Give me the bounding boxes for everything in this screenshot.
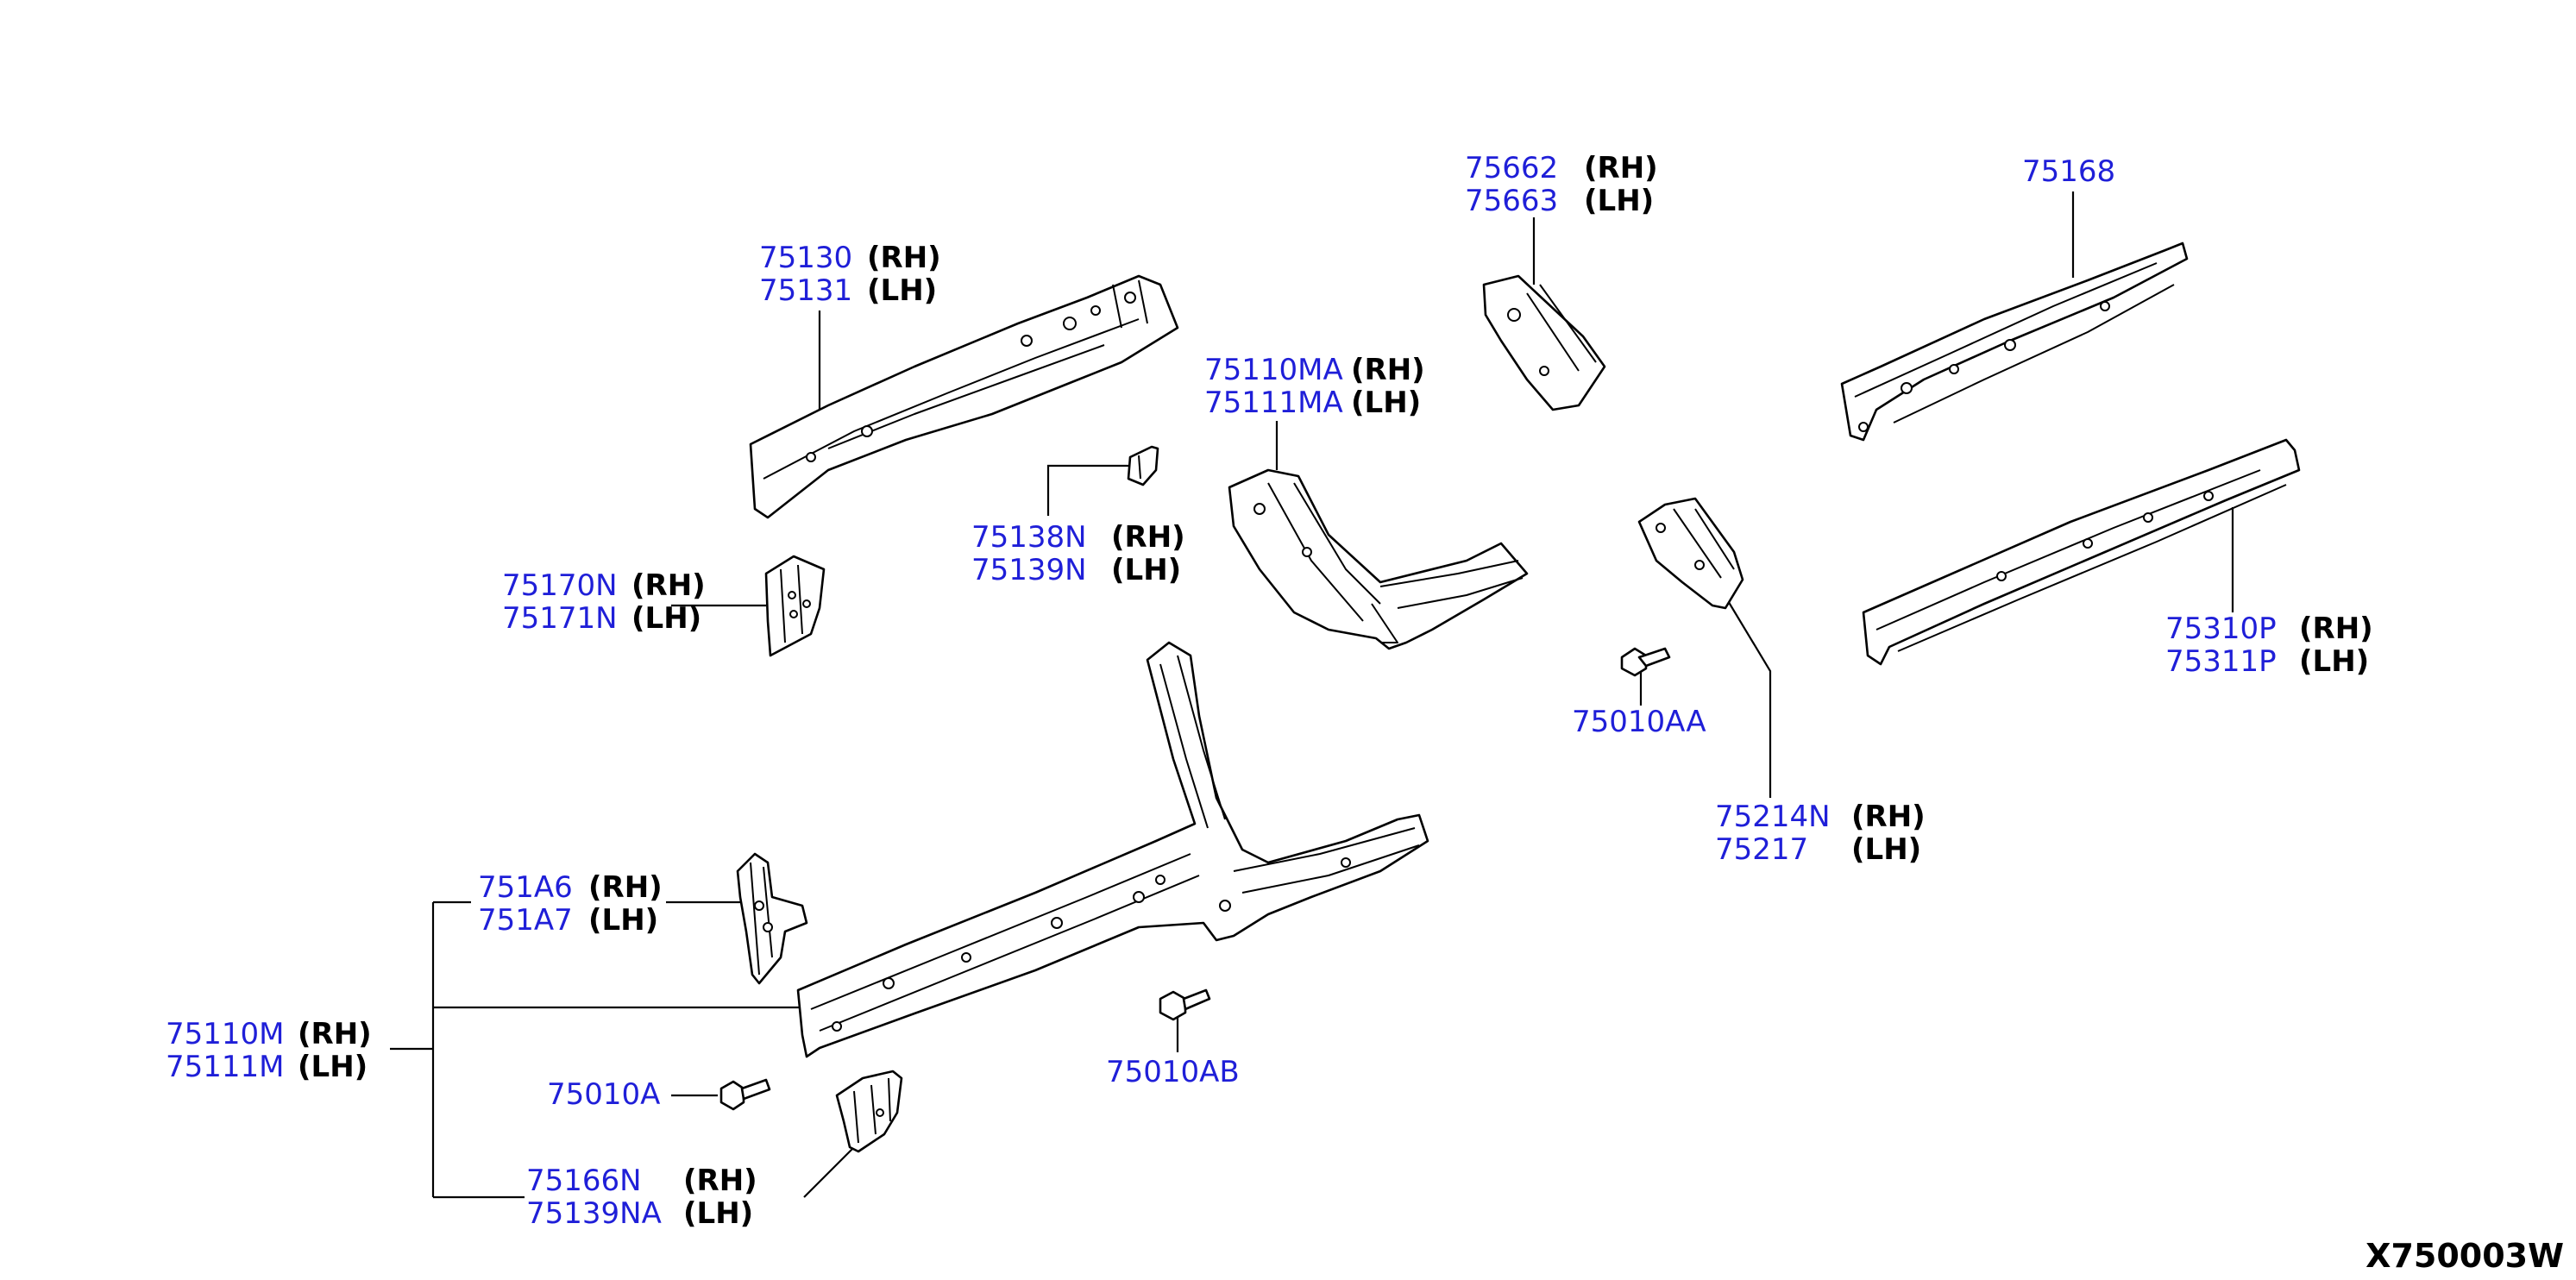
part-75130-rail (749, 274, 1179, 519)
side-label: (RH) (1351, 353, 1425, 387)
side-label: (RH) (1584, 151, 1658, 185)
part-number: 75138N (971, 520, 1087, 555)
side-label: (LH) (683, 1196, 754, 1231)
bolt-75010A-icon (719, 1078, 771, 1111)
callout-75130[interactable]: 75130 (RH) 75131 (LH) (759, 242, 949, 307)
part-75214-bracket (1637, 497, 1744, 610)
part-number: 751A6 (478, 870, 573, 905)
side-label: (RH) (683, 1164, 757, 1198)
callout-75138[interactable]: 75138N (RH) 75139N (LH) (971, 521, 1196, 587)
part-number: 75130 (759, 241, 853, 275)
part-75310-rail (1862, 438, 2301, 666)
part-number: 75111M (166, 1050, 285, 1084)
part-number: 75139N (971, 553, 1087, 587)
callout-75010AA[interactable]: 75010AA (1572, 706, 1718, 738)
callout-75010A[interactable]: 75010A (547, 1078, 676, 1111)
leader-75110M-bracket (390, 900, 802, 1199)
side-label: (LH) (2299, 644, 2370, 679)
part-number: 75010AB (1106, 1055, 1240, 1089)
callout-75214[interactable]: 75214N (RH) 75217 (LH) (1715, 800, 1939, 866)
part-number: 75010AA (1572, 705, 1706, 739)
callout-75168[interactable]: 75168 (2022, 155, 2134, 188)
bolt-75010AA-icon (1620, 647, 1671, 677)
leader-75214 (1726, 599, 1772, 798)
part-number: 75166N (526, 1164, 642, 1198)
side-label: (RH) (631, 568, 706, 603)
side-label: (RH) (867, 241, 941, 275)
part-75110M-member (796, 641, 1429, 1058)
bolt-75010AB-icon (1159, 988, 1211, 1021)
callout-75170[interactable]: 75170N (RH) 75171N (LH) (502, 569, 709, 635)
part-number: 75110MA (1204, 353, 1343, 387)
side-label: (RH) (588, 870, 663, 905)
part-number: 75311P (2165, 644, 2277, 679)
part-75170-bracket (764, 555, 826, 657)
part-number: 75170N (502, 568, 618, 603)
leader-lines (390, 191, 2234, 1199)
part-75168-rail (1840, 242, 2189, 442)
callout-75166[interactable]: 75166N (RH) 75139NA (LH) (526, 1164, 759, 1230)
part-75166-bracket (835, 1070, 903, 1153)
part-number: 75010A (547, 1077, 661, 1112)
callout-75110MA[interactable]: 75110MA (RH) 75111MA (LH) (1204, 354, 1429, 419)
part-75110MA-member (1228, 468, 1529, 650)
side-label: (LH) (867, 273, 938, 308)
callout-75110M[interactable]: 75110M (RH) 75111M (LH) (166, 1018, 390, 1083)
side-label: (RH) (298, 1017, 372, 1051)
part-number: 75168 (2022, 154, 2116, 189)
part-number: 75171N (502, 601, 618, 636)
side-label: (LH) (1584, 184, 1655, 218)
part-number: 75217 (1715, 832, 1809, 867)
part-75662-bracket (1482, 274, 1606, 411)
part-75138-clip (1127, 445, 1159, 486)
leader-75166 (803, 1148, 853, 1198)
callout-75310[interactable]: 75310P (RH) 75311P (LH) (2165, 612, 2390, 678)
side-label: (LH) (588, 903, 659, 938)
callout-75010AB[interactable]: 75010AB (1106, 1056, 1253, 1089)
part-number: 751A7 (478, 903, 573, 938)
part-number: 75214N (1715, 800, 1831, 834)
part-number: 75110M (166, 1017, 285, 1051)
leader-75138 (1046, 464, 1130, 516)
part-number: 75131 (759, 273, 853, 308)
part-number: 75310P (2165, 612, 2277, 646)
part-751A6-bracket (736, 852, 808, 985)
part-number: 75662 (1465, 151, 1559, 185)
side-label: (LH) (1351, 386, 1422, 420)
side-label: (LH) (631, 601, 702, 636)
side-label: (LH) (298, 1050, 368, 1084)
side-label: (LH) (1111, 553, 1182, 587)
diagram-code: X750003W (2366, 1237, 2564, 1275)
part-number: 75139NA (526, 1196, 662, 1231)
callout-75662[interactable]: 75662 (RH) 75663 (LH) (1465, 152, 1672, 217)
side-label: (LH) (1851, 832, 1922, 867)
callout-751A6[interactable]: 751A6 (RH) 751A7 (LH) (478, 871, 676, 937)
part-number: 75111MA (1204, 386, 1343, 420)
side-label: (RH) (1111, 520, 1185, 555)
side-label: (RH) (1851, 800, 1926, 834)
side-label: (RH) (2299, 612, 2373, 646)
part-number: 75663 (1465, 184, 1559, 218)
